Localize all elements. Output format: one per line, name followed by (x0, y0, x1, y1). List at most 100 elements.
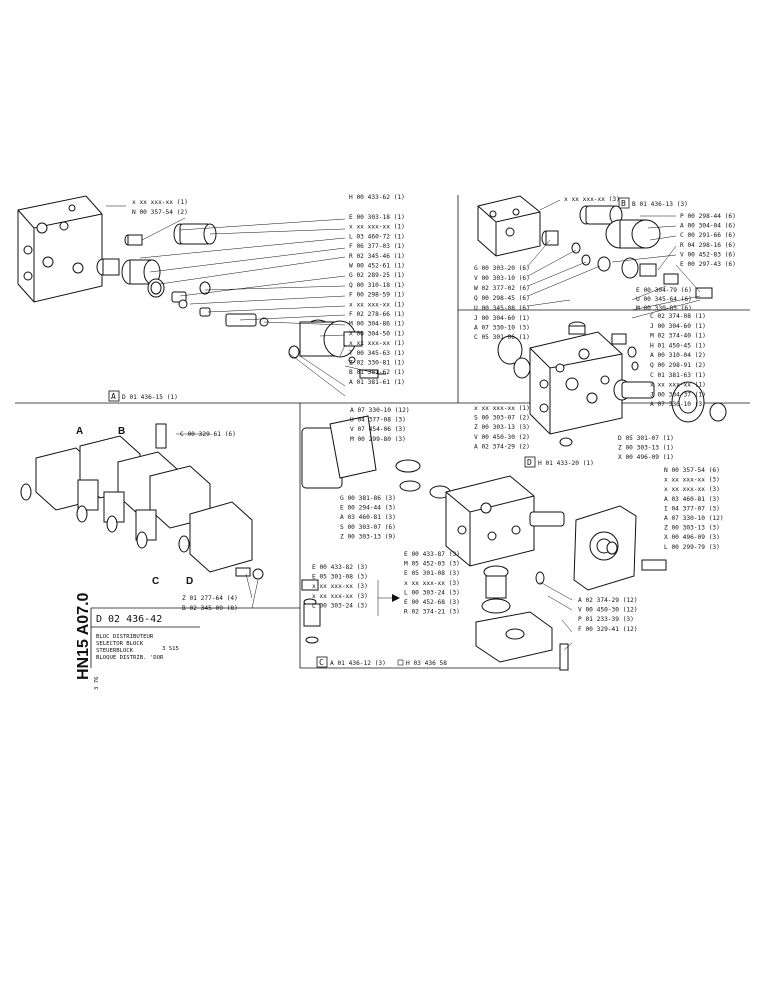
title-fr: BLOC DISTRIBUTEUR (96, 634, 154, 640)
part-label: Q 00 310-18 (1) (349, 282, 405, 289)
part-label: E 00 303-18 (1) (349, 214, 405, 221)
part-label: N 00 357-54 (6) (664, 467, 720, 474)
part-label: A 00 304-04 (6) (680, 223, 736, 230)
part-label: L 00 303-24 (3) (404, 589, 460, 596)
part-label: x xx xxx-xx (3) (404, 580, 460, 587)
part-label: R 02 374-21 (3) (404, 609, 460, 616)
part-label: F 06 377-03 (1) (349, 243, 405, 250)
part-label: A 02 374-29 (2) (474, 443, 530, 450)
part-label: P 01 233-39 (3) (578, 616, 634, 623)
part-label: E 00 452-68 (3) (404, 599, 460, 606)
part-label: E 05 301-08 (3) (404, 570, 460, 577)
block-c-assembly (301, 415, 667, 671)
part-label: x xx xxx-xx (1) (132, 199, 188, 206)
box-d-letter: D (527, 458, 532, 467)
part-label: V 00 303-10 (6) (474, 275, 530, 282)
part-label: V 00 450-30 (2) (474, 434, 530, 441)
part-label: I 04 377-07 (3) (664, 505, 720, 512)
part-label: X 00 496-09 (1) (618, 454, 674, 461)
part-label: U 00 345-64 (6) (636, 296, 692, 303)
title-de: STEUERBLOCK (96, 648, 134, 654)
part-label: Z 01 277-64 (4) (182, 595, 238, 602)
box-b-letter: B (621, 199, 626, 208)
part-label: J 00 304-37 (1) (650, 391, 706, 398)
part-label: C 02 374-08 (1) (650, 313, 706, 320)
box-a-letter: A (111, 392, 116, 401)
part-label: M 00 299-80 (3) (350, 436, 406, 443)
part-label: L 03 460-72 (1) (349, 233, 405, 240)
part-label: S 00 303-07 (2) (474, 415, 530, 422)
part-label: G 02 289-25 (1) (349, 272, 405, 279)
assembly-letters: A B C D (76, 426, 193, 587)
part-label: A 03 460-81 (3) (340, 514, 396, 521)
part-label: F 02 278-66 (1) (349, 311, 405, 318)
assembly-d-header: D H 01 433-20 (1) (524, 456, 594, 468)
part-label: x xx xxx-xx (3) (312, 593, 368, 600)
letter-a: A (76, 426, 83, 437)
block-a-assembly (20, 423, 264, 580)
part-number-labels: x xx xxx-xx (1) N 00 357-54 (2) E 00 303-1… (132, 196, 736, 633)
box-d-ref: H 01 433-20 (1) (538, 460, 594, 467)
doc-number: D 02 436-42 (96, 614, 162, 625)
part-label: T 00 345-63 (1) (349, 350, 405, 357)
title-en: SELECTOR BLOCK (96, 641, 144, 647)
part-label: D 05 301-07 (1) (618, 435, 674, 442)
part-label: F 00 329-41 (12) (578, 626, 638, 633)
arrow-symbol (392, 594, 400, 602)
part-label: U 00 345-08 (6) (474, 305, 530, 312)
part-label: C 00 291-66 (6) (680, 232, 736, 239)
part-label: E 00 433-82 (3) (312, 564, 368, 571)
part-label: J 00 304-60 (1) (650, 323, 706, 330)
part-label: M 00 304-86 (1) (349, 321, 405, 328)
part-label: P 00 298-44 (6) (680, 213, 736, 220)
part-label: V 07 454-06 (3) (350, 426, 406, 433)
part-label: N 00 357-54 (2) (132, 209, 188, 216)
letter-b: B (118, 426, 125, 437)
part-label: x xx xxx-xx (1) (349, 224, 405, 231)
part-label: E 00 294-44 (3) (340, 505, 396, 512)
part-label: E 00 297-43 (6) (680, 261, 736, 268)
box-a-ref: D 01 436-15 (1) (122, 394, 178, 401)
part-label: L 00 303-24 (3) (312, 602, 368, 609)
box-c-extra: H 03 436 58 (406, 660, 447, 667)
part-label: X 00 496-09 (3) (664, 534, 720, 541)
letter-c: C (152, 576, 159, 587)
part-label: L 00 299-79 (3) (664, 544, 720, 551)
part-label: Z 00 303-13 (1) (618, 445, 674, 452)
part-label: B 01 381-62 (1) (349, 369, 405, 376)
title-es: BLOQUE DISTRIB. 'DOR (96, 655, 164, 661)
part-label: E 05 301-08 (3) (312, 574, 368, 581)
model-code: 3 S15 (162, 646, 179, 652)
part-label: A 03 460-81 (3) (664, 496, 720, 503)
part-label: A 02 374-29 (12) (578, 597, 638, 604)
part-label: R 02 345-46 (1) (349, 253, 405, 260)
part-label: A 01 381-61 (1) (349, 379, 405, 386)
part-label: A 07 330-10 (3) (650, 401, 706, 408)
part-label: B 02 345-09 (8) (182, 605, 238, 612)
main-block-part (17, 195, 103, 303)
part-label: x xx xxx-xx (3) (312, 583, 368, 590)
part-label: Z 00 303-13 (9) (340, 533, 396, 540)
part-label: H 01 450-45 (1) (650, 342, 706, 349)
block-b-part (477, 195, 713, 299)
part-label: J 00 304-60 (1) (474, 315, 530, 322)
part-label: Z 00 303-13 (3) (474, 424, 530, 431)
side-mark: 3 76 (94, 677, 100, 690)
block-d-part (497, 321, 727, 447)
part-label: x xx xxx-xx (3) (664, 486, 720, 493)
part-label: V 00 452-83 (6) (680, 251, 736, 258)
top-reference: H 00 433-62 (1) (349, 194, 405, 201)
part-label: A 07 330-10 (3) (474, 325, 530, 332)
part-label: x xx xxx-xx (3) (564, 196, 620, 203)
part-label: x xx xxx-xx (3) (664, 477, 720, 484)
part-label: A 07 330-10 (12) (350, 407, 410, 414)
part-label: Q 00 298-45 (6) (474, 295, 530, 302)
part-label: x xx xxx-xx (1) (349, 301, 405, 308)
part-label: x xx xxx-xx (1) (474, 405, 530, 412)
part-label: Z 02 330-81 (1) (349, 360, 405, 367)
assembly-b-header: B B 01 436-13 (3) (618, 197, 688, 209)
part-label: W 02 377-02 (6) (474, 285, 530, 292)
part-label: x xx xxx-xx (1) (650, 382, 706, 389)
